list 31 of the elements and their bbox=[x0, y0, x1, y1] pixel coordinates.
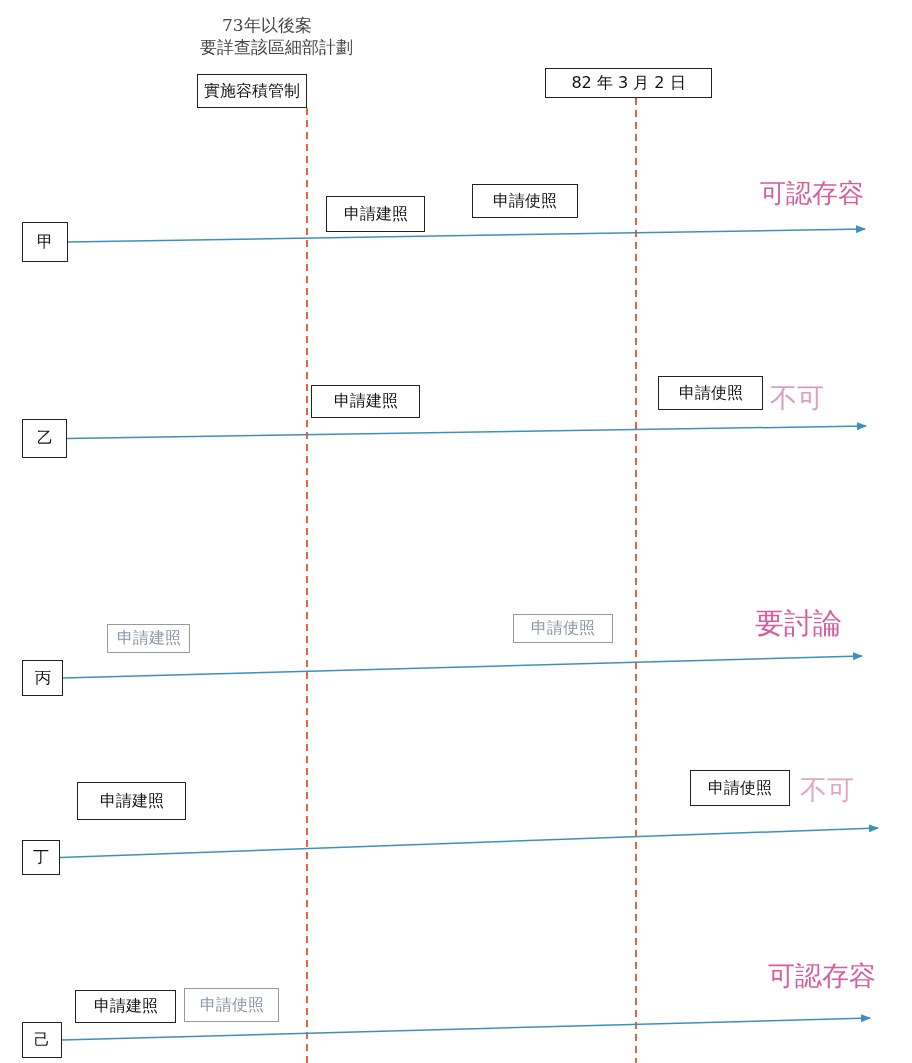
label-box: 乙 bbox=[22, 419, 67, 458]
label-box: 申請建照 bbox=[75, 990, 176, 1023]
label-box: 申請使照 bbox=[690, 770, 790, 806]
arrow bbox=[61, 1014, 871, 1041]
handwritten-note: 要討論 bbox=[755, 605, 842, 642]
label-box: 申請建照 bbox=[311, 385, 420, 418]
label-box: 申請建照 bbox=[107, 624, 190, 653]
handwritten-note: 不可 bbox=[770, 381, 824, 415]
label-box: 申請建照 bbox=[326, 196, 425, 232]
handwritten-note: 不可 bbox=[800, 773, 854, 807]
label-box: 申請使照 bbox=[658, 376, 763, 410]
timeline-line bbox=[635, 97, 637, 1063]
label-box: 申請建照 bbox=[77, 782, 186, 820]
label-box: 己 bbox=[22, 1022, 62, 1058]
label-box: 申請使照 bbox=[472, 184, 578, 218]
handwritten-note: 可認存容 bbox=[760, 177, 864, 210]
handwritten-note: 73年以後案 bbox=[222, 14, 312, 37]
arrow bbox=[66, 422, 867, 440]
arrow bbox=[59, 824, 879, 859]
timeline-line bbox=[306, 107, 308, 1063]
label-box: 申請使照 bbox=[513, 614, 613, 643]
label-box: 丙 bbox=[22, 660, 63, 696]
label-box: 82 年 3 月 2 日 bbox=[545, 68, 712, 98]
arrow bbox=[62, 652, 863, 679]
label-box: 甲 bbox=[22, 222, 68, 262]
label-box: 丁 bbox=[22, 840, 60, 875]
label-box: 申請使照 bbox=[184, 988, 279, 1022]
label-box: 實施容積管制 bbox=[197, 74, 307, 108]
arrow bbox=[67, 225, 866, 243]
handwritten-note: 要詳查該區細部計劃 bbox=[200, 36, 353, 59]
handwritten-note: 可認存容 bbox=[768, 959, 876, 993]
